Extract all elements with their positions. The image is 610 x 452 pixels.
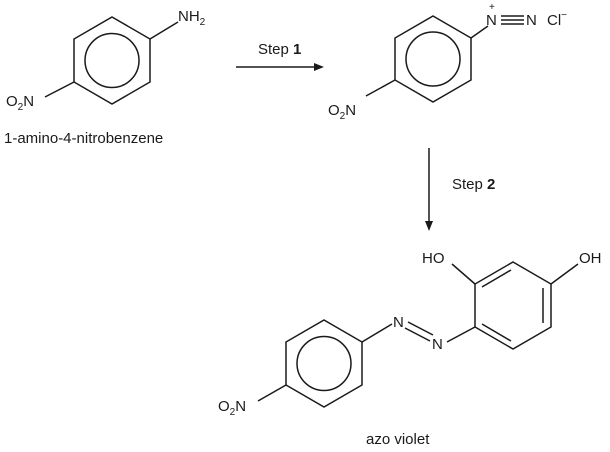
product-resorcinol-ring: [474, 261, 552, 350]
step-1-arrowhead: [314, 63, 324, 71]
product-nitrobenzene-ring: [285, 319, 363, 408]
intermediate-structure: N + N Cl− O2N: [328, 2, 567, 122]
reactant-amine-label: NH2: [178, 8, 206, 28]
product-nitro-label: O2N: [218, 398, 246, 418]
hydroxyl-2-label: OH: [579, 250, 602, 267]
hydroxyl-2-bond: [550, 263, 579, 285]
reactant-nitro-label: O2N: [6, 93, 34, 113]
intermediate-nitro-bond: [365, 79, 396, 97]
product-nitro-bond: [257, 384, 287, 402]
reactant-aromatic-circle: [84, 32, 140, 89]
azo-double-bond-b: [407, 321, 434, 336]
azo-ring-bond-left: [361, 323, 393, 343]
product-aromatic-circle: [296, 335, 352, 392]
reactant-structure: NH2 O2N 1-amino-4-nitrobenzene: [4, 8, 206, 147]
hydroxyl-1-bond: [451, 263, 476, 285]
azo-n1-label: N: [393, 314, 404, 331]
reactant-name: 1-amino-4-nitrobenzene: [4, 130, 163, 147]
azo-ring-bond-right: [446, 326, 476, 343]
product-structure: HO OH N N O2N azo violet: [218, 250, 602, 448]
resorcinol-inner-bond-3: [481, 323, 512, 342]
reactant-nitro-bond: [44, 81, 75, 98]
diazonium-n2-label: N: [526, 12, 537, 29]
azo-double-bond-a: [404, 327, 431, 342]
intermediate-diazonium-bond: [470, 25, 489, 39]
step-2-label: Step 2: [452, 176, 495, 193]
reactant-amine-bond: [149, 21, 179, 40]
step-1-arrow: Step 1: [236, 41, 324, 71]
chloride-label: Cl−: [547, 10, 567, 29]
product-name: azo violet: [366, 431, 430, 448]
intermediate-nitro-label: O2N: [328, 102, 356, 122]
diazonium-triple-bond: [501, 15, 524, 25]
step-2-arrow: Step 2: [425, 148, 495, 231]
step-1-label: Step 1: [258, 41, 301, 58]
hydroxyl-1-label: HO: [422, 250, 445, 267]
intermediate-aromatic-circle: [405, 31, 461, 87]
step-2-arrowhead: [425, 221, 433, 231]
azo-n2-label: N: [432, 336, 443, 353]
diazonium-plus-charge: +: [489, 2, 495, 13]
diazonium-n1-label: N: [486, 12, 497, 29]
resorcinol-inner-bond-1: [481, 269, 512, 288]
